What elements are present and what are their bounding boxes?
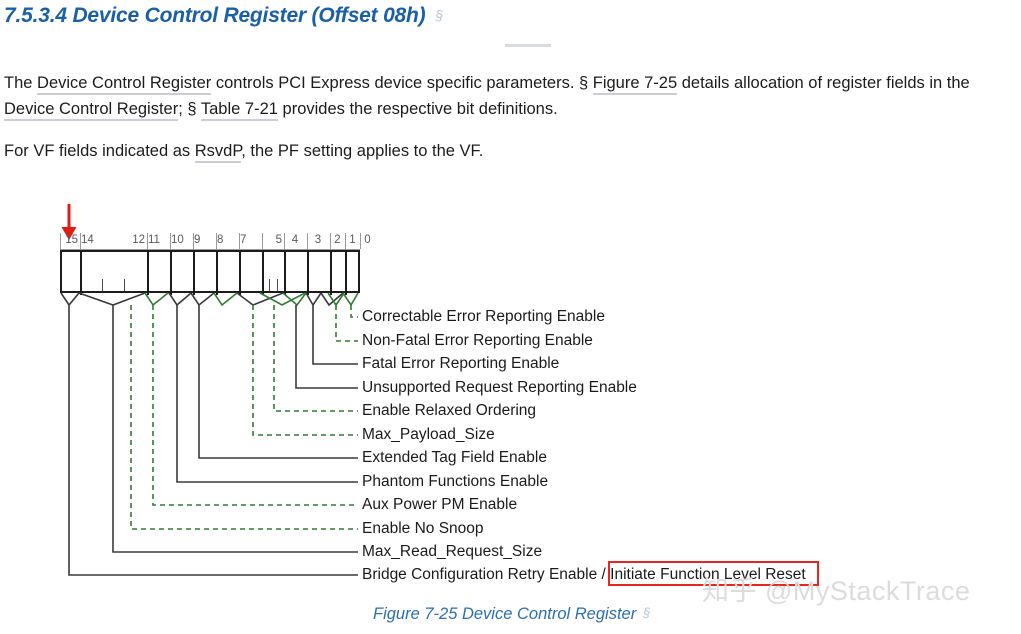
bit-number-strip: 15 14 12 11 10 9 8 7 5 4 3 2 1 0 xyxy=(60,231,371,250)
cell-divider xyxy=(284,252,286,295)
caption-section-anchor-icon[interactable]: § xyxy=(643,605,651,620)
figure-caption-text: Figure 7-25 Device Control Register xyxy=(373,605,637,623)
field-label-non-fatal-error-reporting-enable: Non-Fatal Error Reporting Enable xyxy=(362,332,593,349)
cell-divider xyxy=(193,252,195,295)
bit-label-12: 12 xyxy=(132,234,145,246)
p1-text-c: details allocation of register fields in… xyxy=(677,74,970,92)
paragraph-1: The Device Control Register controls PCI… xyxy=(4,70,1018,122)
section-anchor-icon[interactable]: § xyxy=(435,7,444,23)
figure-caption: Figure 7-25 Device Control Register § xyxy=(373,605,650,624)
field-label-phantom-functions-enable: Phantom Functions Enable xyxy=(362,473,549,490)
leader-bit-4 xyxy=(273,305,358,412)
cell-divider xyxy=(147,252,149,295)
bit-label-8: 8 xyxy=(217,234,224,246)
bit-label-4: 4 xyxy=(291,234,299,246)
field-label-max-payload-size: Max_Payload_Size xyxy=(362,426,495,443)
paragraph-2: For VF fields indicated as RsvdP, the PF… xyxy=(4,138,704,164)
bit-label-9: 9 xyxy=(194,234,201,246)
leader-bits-14-12 xyxy=(112,305,358,553)
p2-text-b: , the PF setting applies to the VF. xyxy=(241,142,484,160)
field-label-extended-tag-field-enable: Extended Tag Field Enable xyxy=(362,449,547,466)
bit-label-2: 2 xyxy=(334,234,341,246)
leader-bit-11 xyxy=(130,305,358,530)
field-label-aux-power-pm-enable: Aux Power PM Enable xyxy=(362,496,518,513)
p1-text-b: controls PCI Express device specific par… xyxy=(211,74,593,92)
bit-label-3: 3 xyxy=(314,234,322,246)
sub-bit-tick xyxy=(269,279,270,291)
page-title-text: 7.5.3.4 Device Control Register (Offset … xyxy=(4,4,426,27)
leader-bit-1 xyxy=(335,305,358,342)
leader-lines xyxy=(60,292,359,576)
highlight-box-initiate-function-level-reset xyxy=(608,561,819,586)
cell-divider xyxy=(170,252,172,295)
register-box xyxy=(60,250,360,295)
bit-label-14: 14 xyxy=(81,234,94,246)
sub-bit-tick xyxy=(277,279,278,291)
field-label-bridge-configuration-retry-enable: Bridge Configuration Retry Enable / Init… xyxy=(362,566,806,583)
bit-label-10: 10 xyxy=(171,234,184,246)
cell-divider xyxy=(307,252,309,295)
leader-bit-9 xyxy=(176,305,358,483)
xref-device-control-register-2[interactable]: Device Control Register xyxy=(4,100,179,121)
bit-label-7: 7 xyxy=(240,234,247,246)
cell-divider xyxy=(216,252,218,295)
p1-text-e: provides the respective bit definitions. xyxy=(277,100,558,118)
watermark: 知乎 @MyStackTrace xyxy=(702,576,971,606)
p2-text-a: For VF fields indicated as xyxy=(4,142,195,160)
xref-device-control-register-1[interactable]: Device Control Register xyxy=(37,74,212,95)
sub-bit-tick xyxy=(124,279,125,291)
field-label-max-read-request-size: Max_Read_Request_Size xyxy=(362,543,543,560)
bit-strip-rule xyxy=(60,249,360,250)
bit-label-5: 5 xyxy=(275,234,282,246)
page-title: 7.5.3.4 Device Control Register (Offset … xyxy=(4,4,443,28)
leader-bit-10 xyxy=(152,305,358,506)
cell-divider xyxy=(239,252,241,295)
field-label-fatal-error-reporting-enable: Fatal Error Reporting Enable xyxy=(362,355,560,372)
cell-divider xyxy=(80,252,82,295)
field-label-enable-relaxed-ordering: Enable Relaxed Ordering xyxy=(362,402,537,419)
leader-bit-3 xyxy=(295,305,358,389)
leader-bit-0 xyxy=(350,305,358,318)
red-down-arrow-icon xyxy=(61,204,77,240)
leader-bit-2 xyxy=(312,305,358,365)
sub-bit-tick xyxy=(102,279,103,291)
bit-label-15: 15 xyxy=(65,234,78,246)
leader-bits-7-5 xyxy=(252,305,358,436)
xref-rsvdp[interactable]: RsvdP xyxy=(194,142,242,163)
field-label-correctable-error-reporting-enable: Correctable Error Reporting Enable xyxy=(362,308,605,325)
cell-divider xyxy=(262,252,264,295)
p1-text-a: The xyxy=(4,74,38,92)
register-figure: 15 14 12 11 10 9 8 7 5 4 3 2 1 0 xyxy=(0,195,1021,595)
leader-bit-15 xyxy=(68,305,358,576)
cell-divider xyxy=(330,252,332,295)
field-label-enable-no-snoop: Enable No Snoop xyxy=(362,520,484,537)
field-label-unsupported-request-reporting-enable: Unsupported Request Reporting Enable xyxy=(362,379,637,396)
bit-label-11: 11 xyxy=(148,234,160,246)
cell-divider xyxy=(345,252,347,295)
xref-figure-7-25[interactable]: Figure 7-25 xyxy=(592,74,678,95)
leader-bit-8 xyxy=(198,305,358,459)
bit-label-0: 0 xyxy=(364,234,371,246)
p1-text-d: ; § xyxy=(178,100,201,118)
bit-label-1: 1 xyxy=(349,234,356,246)
heading-rule xyxy=(505,44,551,47)
xref-table-7-21[interactable]: Table 7-21 xyxy=(200,100,278,121)
